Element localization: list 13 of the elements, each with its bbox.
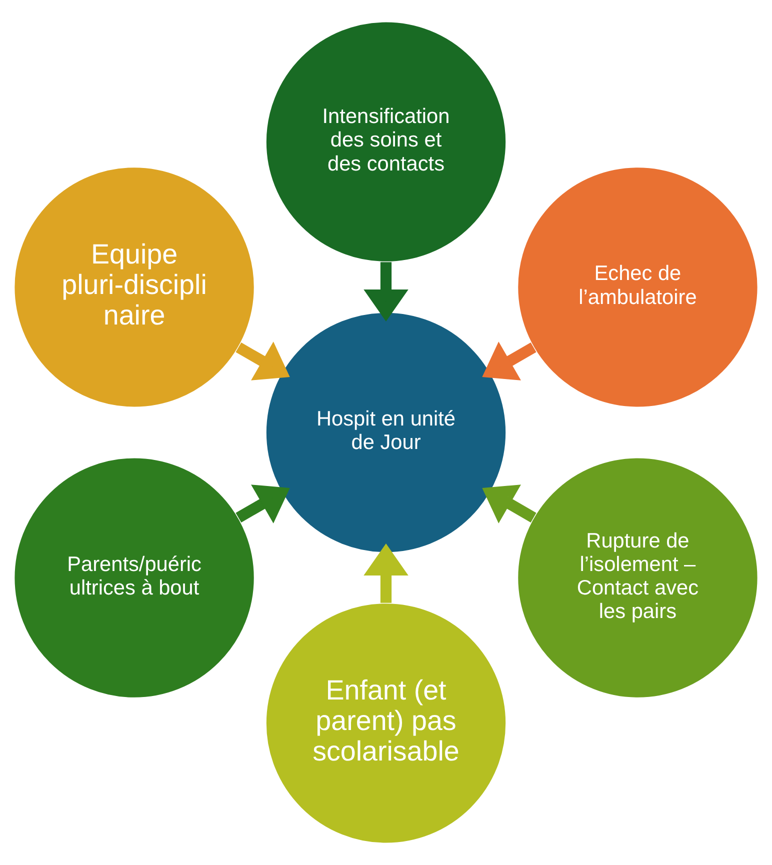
node-circle: Echec de l’ambulatoire <box>516 166 759 408</box>
arrow <box>364 262 408 322</box>
node-circle: Equipe pluri-discipli naire <box>13 166 256 408</box>
node-circle: Intensification des soins et des contacts <box>265 20 507 263</box>
node-circle: Hospit en unité de Jour <box>265 312 507 554</box>
node-circle: Rupture de l’isolement – Contact avec les pairs <box>516 456 759 699</box>
node-circle: Enfant (et parent) pas scolarisable <box>265 602 507 844</box>
arrow <box>482 484 536 524</box>
node-circle: Parents/puéric ultrices à bout <box>13 456 256 699</box>
arrow <box>364 544 408 603</box>
arrow <box>482 342 536 380</box>
arrow <box>236 484 290 524</box>
arrow <box>236 342 290 380</box>
